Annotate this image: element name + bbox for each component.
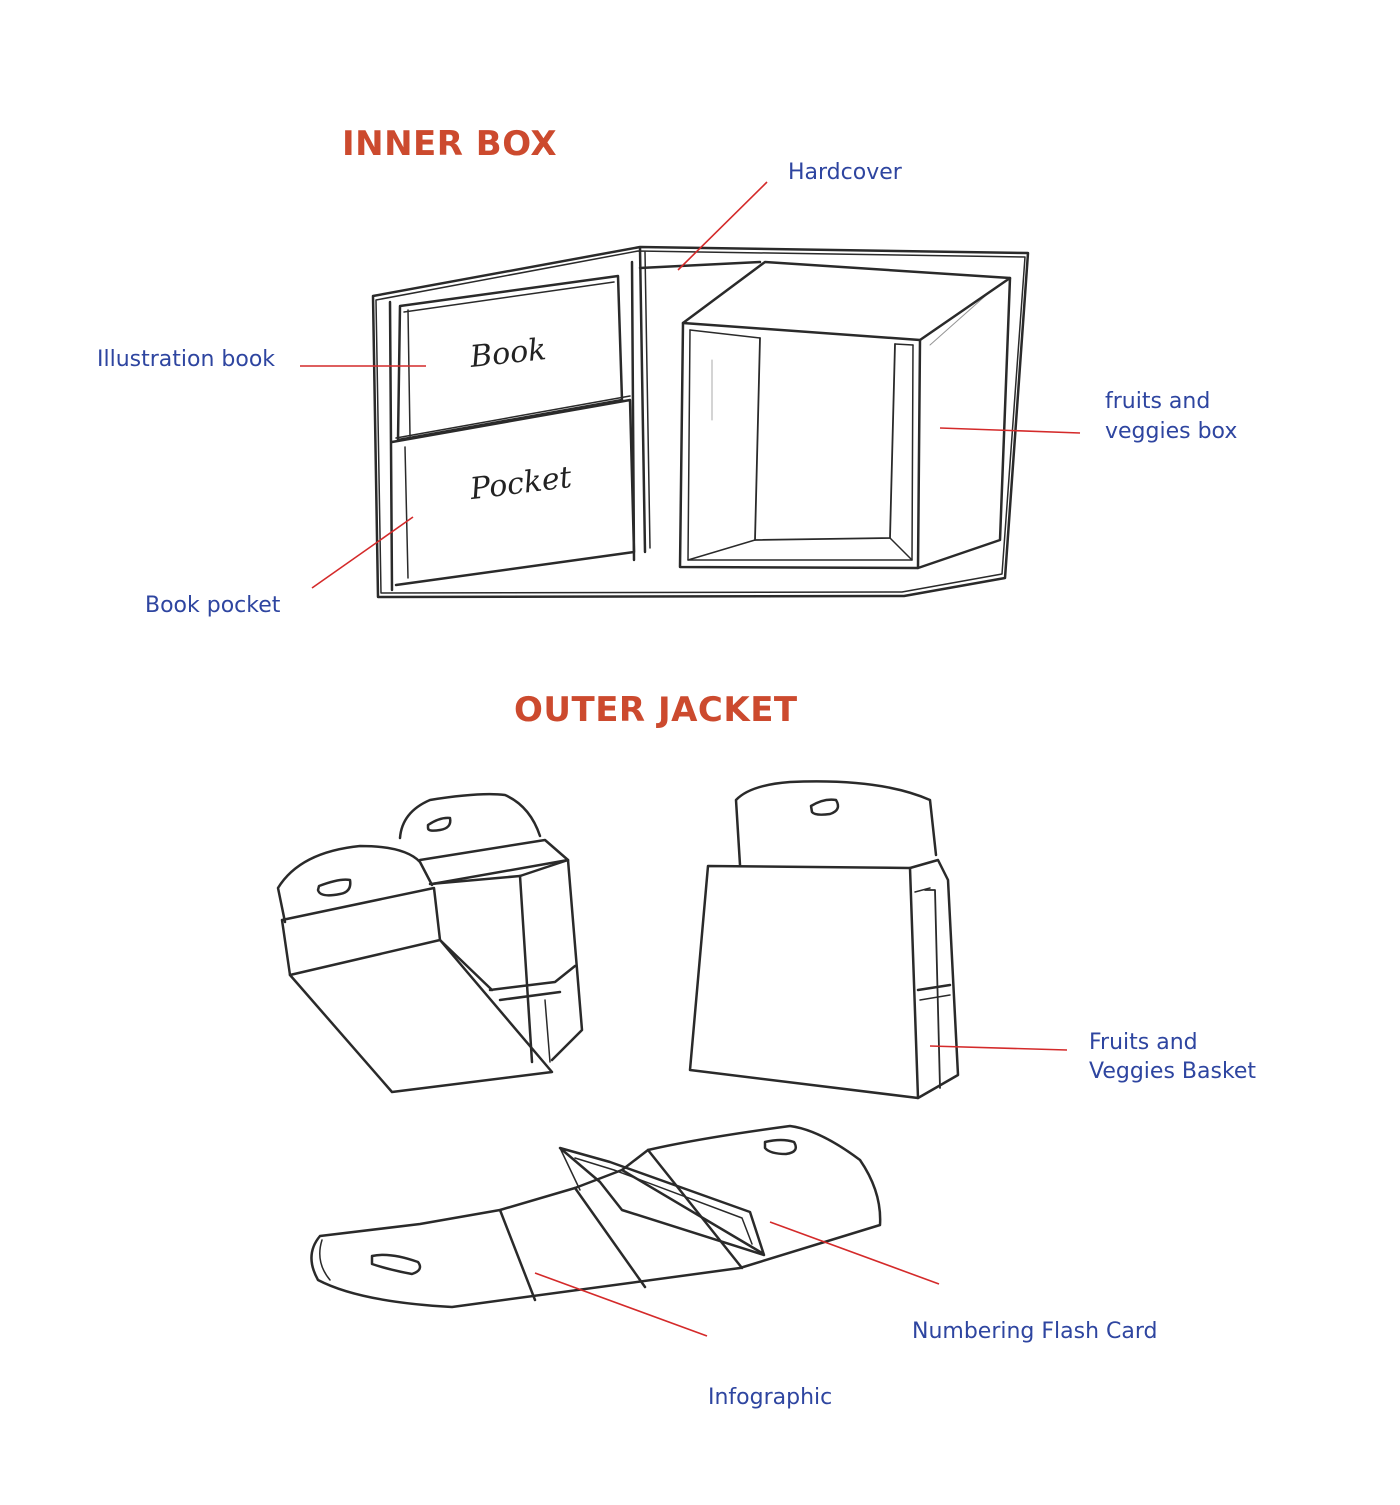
leader-fruits-veggies-basket [929, 1045, 1068, 1051]
fruits-veggies-box-label-line1: fruits and [1105, 389, 1211, 414]
leader-infographic [534, 1272, 708, 1337]
illustration-book-label: Illustration book [97, 347, 276, 372]
outer-jacket-upright-sketch [688, 780, 960, 1100]
fruits-veggies-box-label-line2: veggies box [1105, 419, 1238, 444]
outer-jacket-heading: OUTER JACKET [514, 690, 798, 730]
leader-hardcover [677, 181, 768, 271]
hardcover-label: Hardcover [788, 160, 902, 185]
leader-book-pocket [311, 516, 414, 589]
leader-numbering-flash-card [769, 1221, 940, 1285]
outer-jacket-tilted-sketch [276, 792, 584, 1094]
infographic-label: Infographic [708, 1385, 833, 1410]
fruits-veggies-basket-label-line2: Veggies Basket [1089, 1059, 1257, 1084]
inner-box-sketch [371, 245, 1030, 599]
outer-jacket-flat-sketch [310, 1124, 882, 1309]
book-pocket-label: Book pocket [145, 593, 281, 618]
numbering-flash-card-label: Numbering Flash Card [912, 1319, 1158, 1344]
fruits-veggies-basket-label-line1: Fruits and [1089, 1030, 1198, 1055]
leader-fruits-veggies-box [939, 427, 1081, 434]
leader-lines [300, 181, 1081, 1337]
inner-box-heading: INNER BOX [342, 124, 558, 164]
